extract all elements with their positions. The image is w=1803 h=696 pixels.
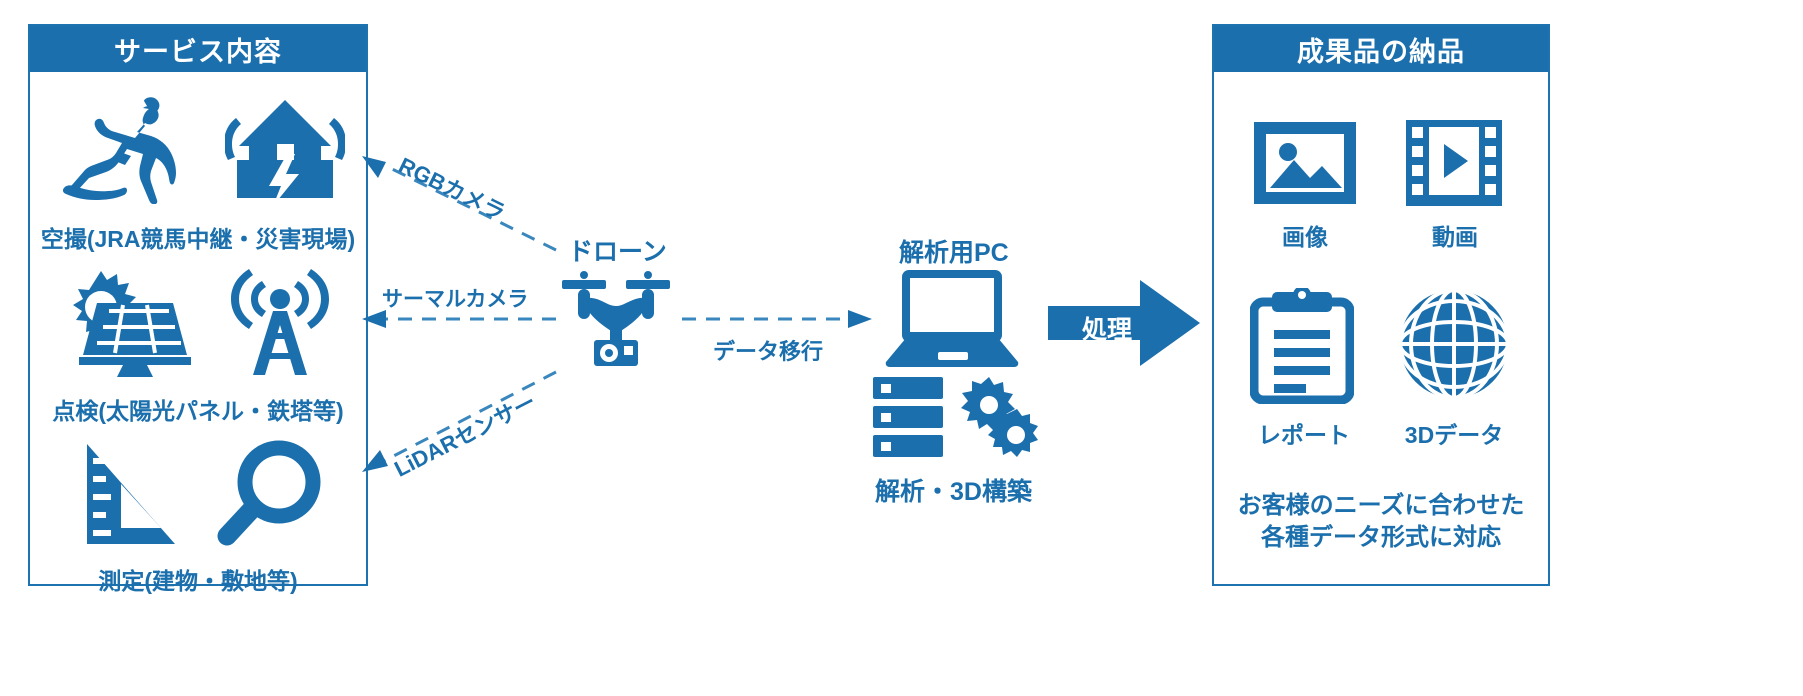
data-transfer-label: データ移行 (713, 339, 824, 364)
thermal-camera-label: サーマルカメラ (382, 288, 529, 311)
footer-line-2: 各種データ形式に対応 (1261, 524, 1501, 552)
deliverable-label-3d: 3Dデータ (1404, 422, 1504, 448)
deliverable-label-video: 動画 (1432, 224, 1478, 250)
drone-label: ドローン (568, 238, 667, 266)
photo-frame-icon (1252, 120, 1358, 206)
racehorse-jockey-icon (51, 94, 191, 204)
triangle-ruler-icon (71, 440, 181, 552)
globe-wireframe-icon (1398, 288, 1510, 400)
left-row-2-label: 点検(太陽光パネル・鉄塔等) (52, 398, 344, 424)
analysis-pc-label: 解析用PC (899, 239, 1009, 267)
deliverables-footer-note: お客様のニーズに合わせた 各種データ形式に対応 (1214, 490, 1548, 555)
gears-icon (959, 375, 1039, 461)
deliverables-panel: 成果品の納品 画像 (1212, 24, 1550, 586)
drone-icon (556, 262, 676, 370)
footer-line-1: お客様のニーズに合わせた (1237, 492, 1525, 519)
analysis-build-label: 解析・3D構築 (875, 478, 1032, 506)
deliverable-label-image: 画像 (1282, 224, 1328, 250)
solar-panel-icon (61, 267, 191, 379)
deliverable-label-report: レポート (1258, 422, 1350, 448)
process-arrow-label: 処理 (1082, 316, 1133, 344)
damaged-house-icon (225, 94, 345, 204)
right-panel-body: 画像 (1214, 72, 1548, 584)
left-panel-body: 空撮(JRA競馬中継・災害現場) (30, 72, 366, 594)
film-strip-play-icon (1404, 118, 1504, 208)
radio-tower-icon (225, 267, 335, 379)
left-row-1-icons (30, 94, 366, 204)
left-row-3-label: 測定(建物・敷地等) (98, 568, 298, 594)
analysis-build-icons (870, 375, 1040, 461)
data-transfer-arrow (680, 306, 874, 332)
right-panel-title: 成果品の納品 (1214, 26, 1548, 72)
left-panel-title: サービス内容 (30, 26, 366, 72)
left-row-1-label: 空撮(JRA競馬中継・災害現場) (40, 226, 356, 252)
lidar-sensor-arrow (360, 358, 570, 478)
laptop-icon (884, 268, 1020, 368)
thermal-camera-arrow (360, 306, 560, 332)
service-content-panel: サービス内容 (28, 24, 368, 594)
rgb-camera-arrow (360, 150, 570, 260)
server-rack-icon (871, 375, 945, 461)
magnifier-icon (215, 440, 325, 552)
block-arrow-right-icon (1048, 280, 1200, 366)
clipboard-report-icon (1250, 288, 1354, 404)
left-row-2-icons (30, 267, 366, 379)
left-row-3-icons (30, 440, 366, 552)
